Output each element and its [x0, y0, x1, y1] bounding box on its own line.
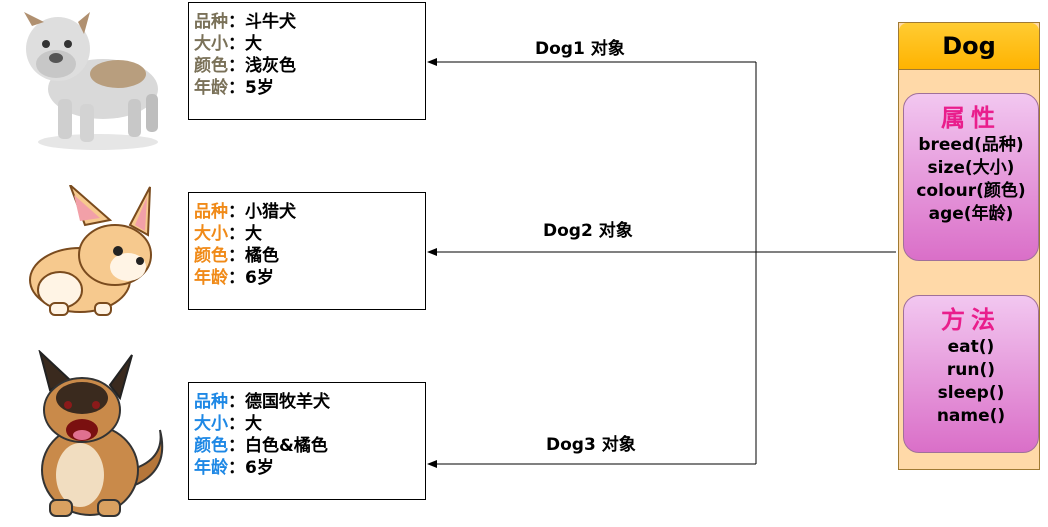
dog1-size-row: 大小：大	[194, 33, 425, 55]
corgi-image	[29, 185, 152, 316]
methods-section: 方法 eat() run() sleep() name()	[903, 295, 1039, 453]
attribute-size: size(大小)	[927, 158, 1015, 178]
color-key: 颜色	[194, 436, 228, 456]
dog-class-box: Dog 属性 breed(品种) size(大小) colour(颜色) age…	[898, 22, 1040, 470]
dog3-size-row: 大小：大	[194, 413, 425, 435]
attributes-title: 属性	[941, 104, 1001, 132]
age-key: 年龄	[194, 458, 228, 478]
size-value: ：大	[228, 224, 262, 244]
dog3-info-box: 品种：德国牧羊犬 大小：大 颜色：白色&橘色 年龄：6岁	[188, 382, 426, 500]
dog1-object-label: Dog1 对象	[535, 39, 625, 59]
breed-key: 品种	[194, 202, 228, 222]
dog2-age-row: 年龄：6岁	[194, 267, 425, 289]
dog3-color-row: 颜色：白色&橘色	[194, 435, 425, 457]
color-key: 颜色	[194, 56, 228, 76]
method-sleep: sleep()	[937, 383, 1005, 403]
dog2-info-box: 品种：小猎犬 大小：大 颜色：橘色 年龄：6岁	[188, 192, 426, 310]
class-title: Dog	[899, 23, 1039, 70]
age-value: ：6岁	[228, 268, 274, 288]
dog1-info-box: 品种：斗牛犬 大小：大 颜色：浅灰色 年龄：5岁	[188, 2, 426, 120]
attribute-colour: colour(颜色)	[916, 181, 1026, 201]
size-key: 大小	[194, 224, 228, 244]
method-run: run()	[946, 360, 996, 380]
dog1-breed-row: 品种：斗牛犬	[194, 11, 425, 33]
dog1-age-row: 年龄：5岁	[194, 77, 425, 99]
size-value: ：大	[228, 414, 262, 434]
dog2-size-row: 大小：大	[194, 223, 425, 245]
color-key: 颜色	[194, 246, 228, 266]
size-key: 大小	[194, 414, 228, 434]
age-value: ：6岁	[228, 458, 274, 478]
dog2-color-row: 颜色：橘色	[194, 245, 425, 267]
breed-value: ：德国牧羊犬	[228, 392, 330, 412]
age-key: 年龄	[194, 268, 228, 288]
dog3-age-row: 年龄：6岁	[194, 457, 425, 479]
method-name: name()	[936, 406, 1006, 426]
age-value: ：5岁	[228, 78, 274, 98]
attributes-section: 属性 breed(品种) size(大小) colour(颜色) age(年龄)	[903, 93, 1039, 261]
age-key: 年龄	[194, 78, 228, 98]
breed-key: 品种	[194, 12, 228, 32]
color-value: ：橘色	[228, 246, 279, 266]
breed-value: ：小猎犬	[228, 202, 296, 222]
attribute-breed: breed(品种)	[918, 135, 1024, 155]
methods-title: 方法	[941, 306, 1001, 334]
breed-key: 品种	[194, 392, 228, 412]
attribute-age: age(年龄)	[928, 204, 1014, 224]
size-value: ：大	[228, 34, 262, 54]
dog1-color-row: 颜色：浅灰色	[194, 55, 425, 77]
dog2-object-label: Dog2 对象	[543, 221, 633, 241]
color-value: ：浅灰色	[228, 56, 296, 76]
color-value: ：白色&橘色	[228, 436, 328, 456]
size-key: 大小	[194, 34, 228, 54]
dog3-breed-row: 品种：德国牧羊犬	[194, 391, 425, 413]
dog3-object-label: Dog3 对象	[546, 435, 636, 455]
german-shepherd-image	[38, 350, 164, 517]
dog2-breed-row: 品种：小猎犬	[194, 201, 425, 223]
breed-value: ：斗牛犬	[228, 12, 296, 32]
method-eat: eat()	[947, 337, 995, 357]
bulldog-image	[24, 12, 158, 150]
